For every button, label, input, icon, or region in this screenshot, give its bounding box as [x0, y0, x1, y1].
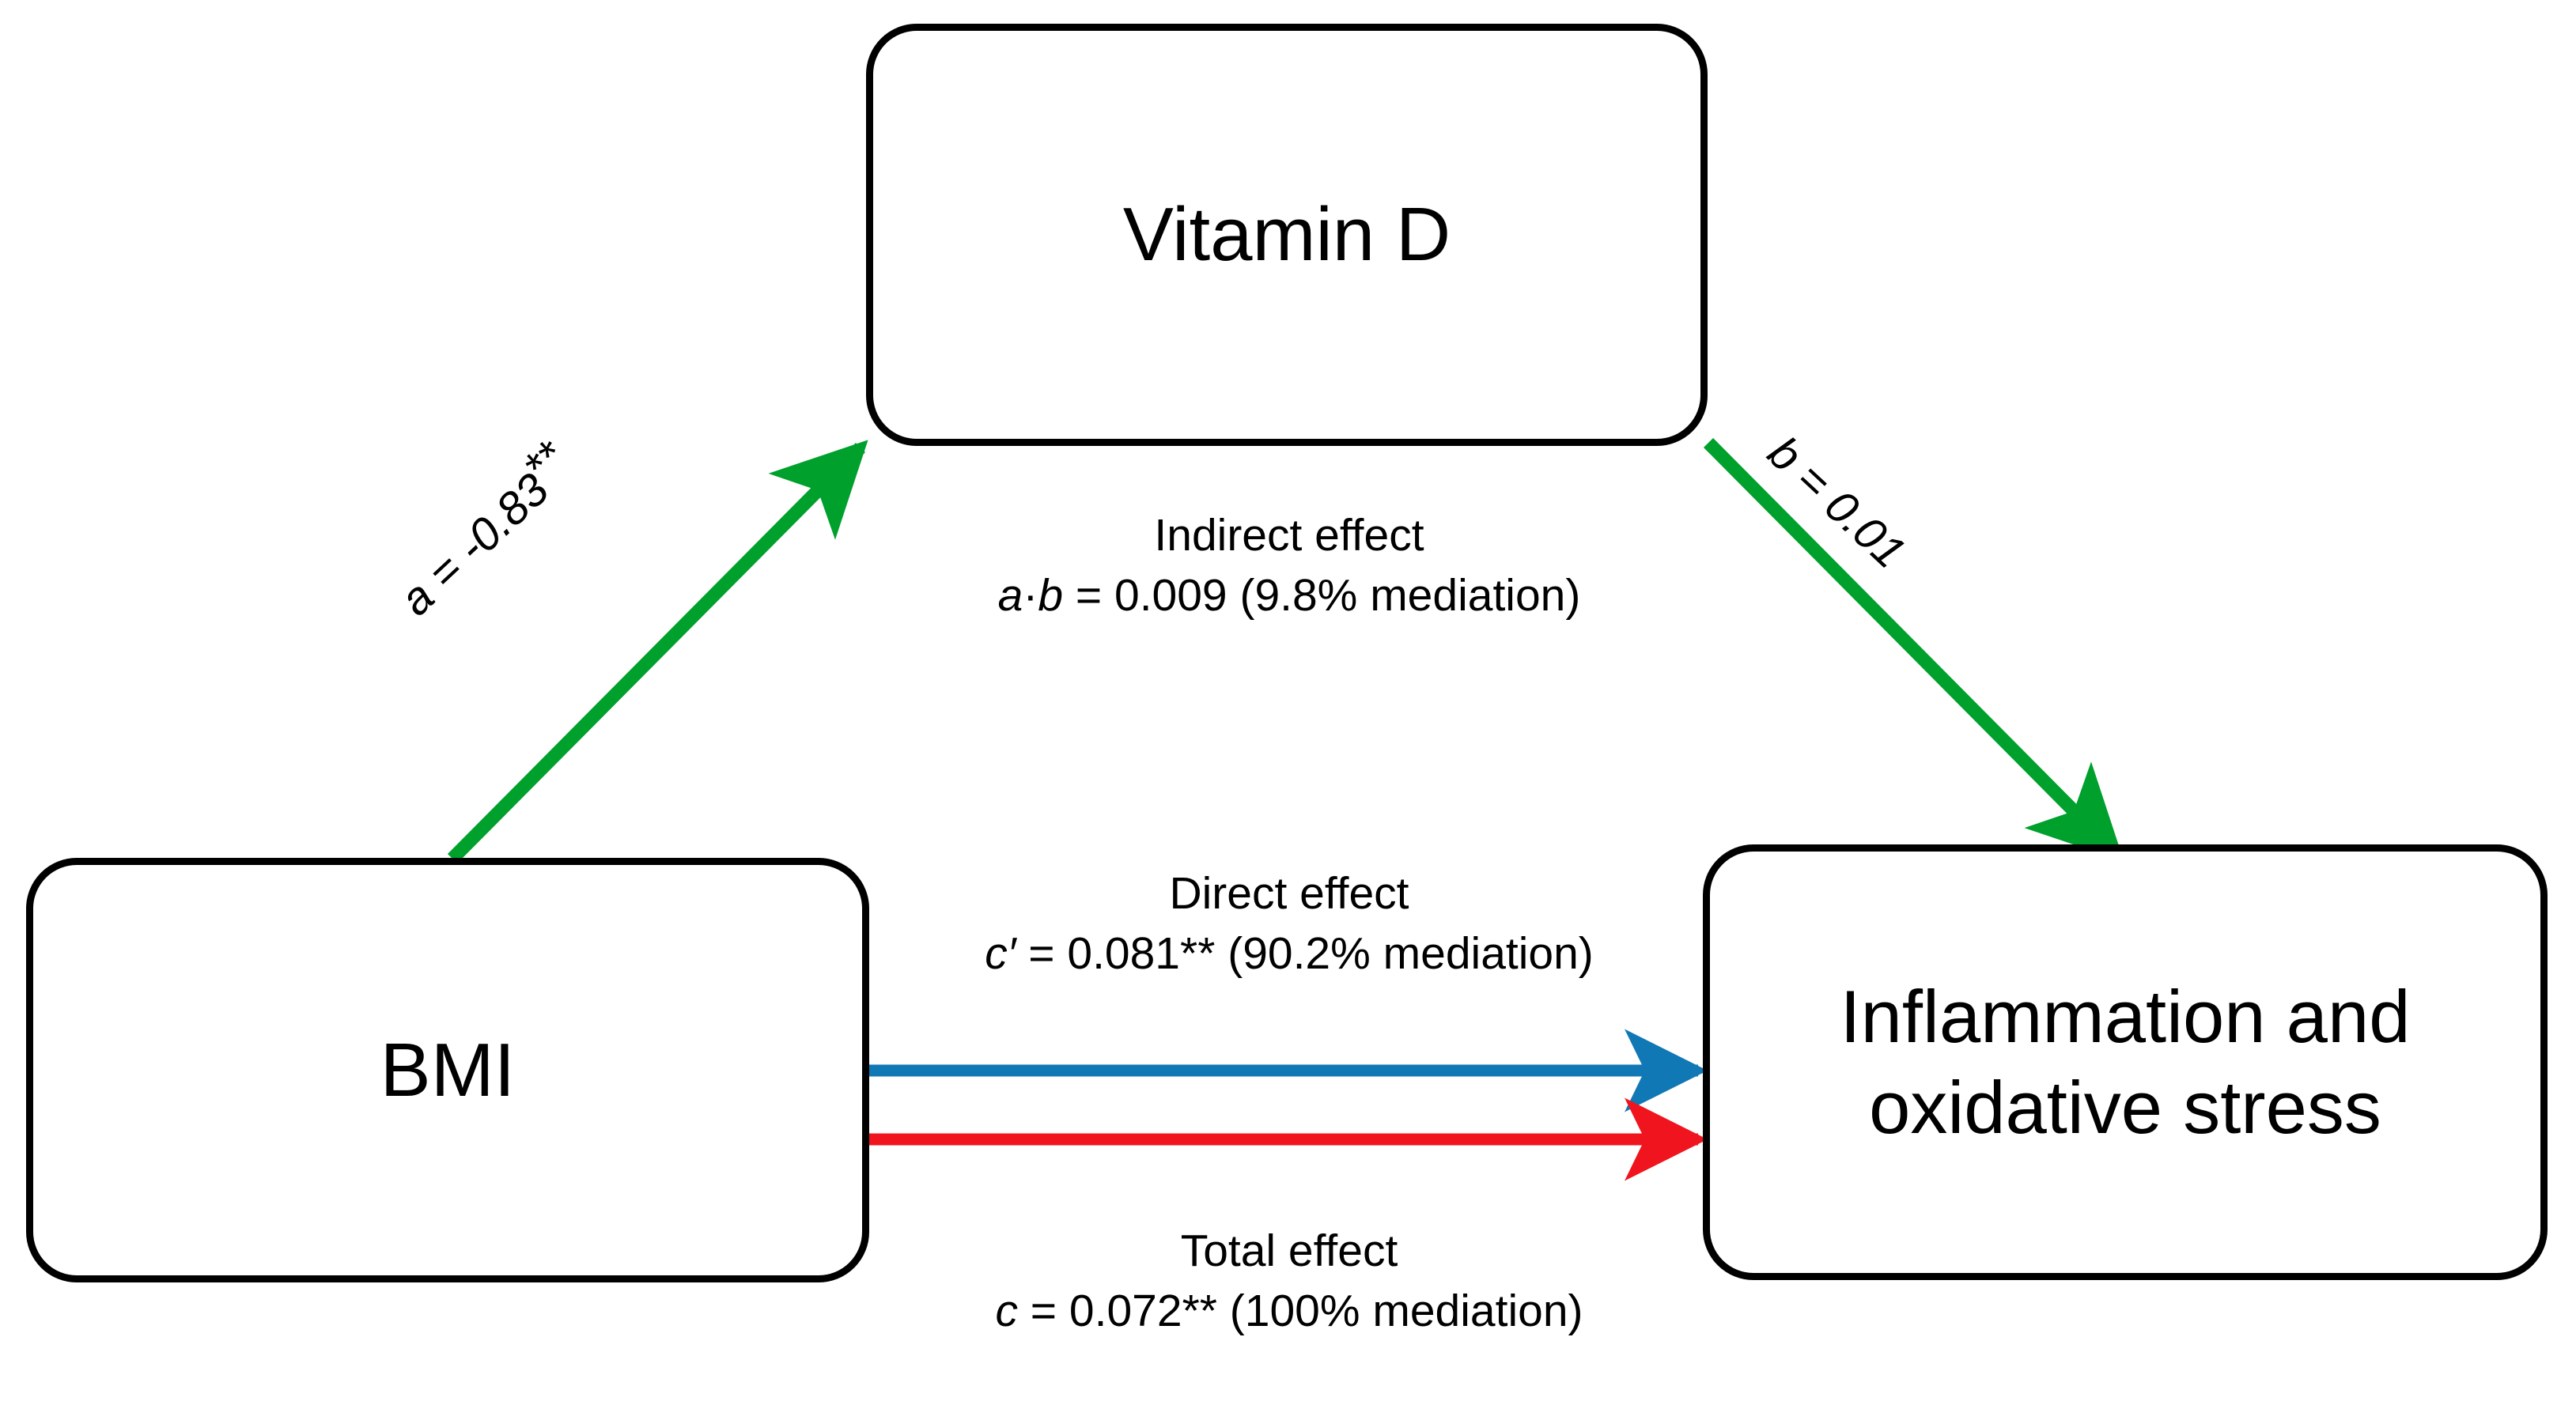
- indirect-effect-value: a·b = 0.009 (9.8% mediation): [886, 566, 1693, 626]
- total-value-text: = 0.072** (100% mediation): [1017, 1285, 1583, 1336]
- total-effect-title: Total effect: [1180, 1226, 1398, 1276]
- total-symbol-c: c: [995, 1285, 1018, 1336]
- node-outcome[interactable]: Inflammation and oxidative stress: [1703, 844, 2548, 1280]
- path-b-arrow: [1703, 438, 2124, 862]
- indirect-effect-title: Indirect effect: [1154, 510, 1424, 561]
- indirect-dot: ·: [1023, 569, 1038, 621]
- indirect-symbol-a: a: [997, 569, 1023, 621]
- path-a-arrow: [447, 440, 868, 863]
- indirect-value-text: = 0.009 (9.8% mediation): [1063, 569, 1581, 621]
- direct-symbol-c-prime: c′: [985, 927, 1016, 979]
- total-effect-value: c = 0.072** (100% mediation): [886, 1282, 1693, 1342]
- indirect-symbol-b: b: [1038, 569, 1064, 621]
- node-vitamin-d-label: Vitamin D: [1122, 192, 1451, 278]
- node-bmi-label: BMI: [380, 1027, 516, 1112]
- node-outcome-label: Inflammation and oxidative stress: [1840, 974, 2411, 1149]
- node-bmi[interactable]: BMI: [26, 858, 869, 1282]
- direct-effect-value: c′ = 0.081** (90.2% mediation): [886, 924, 1693, 984]
- node-vitamin-d[interactable]: Vitamin D: [866, 24, 1708, 446]
- direct-effect-title: Direct effect: [1169, 868, 1409, 919]
- indirect-effect-label: Indirect effect a·b = 0.009 (9.8% mediat…: [886, 506, 1693, 626]
- total-effect-label: Total effect c = 0.072** (100% mediation…: [886, 1222, 1693, 1342]
- direct-value-text: = 0.081** (90.2% mediation): [1016, 927, 1594, 979]
- direct-effect-label: Direct effect c′ = 0.081** (90.2% mediat…: [886, 864, 1693, 984]
